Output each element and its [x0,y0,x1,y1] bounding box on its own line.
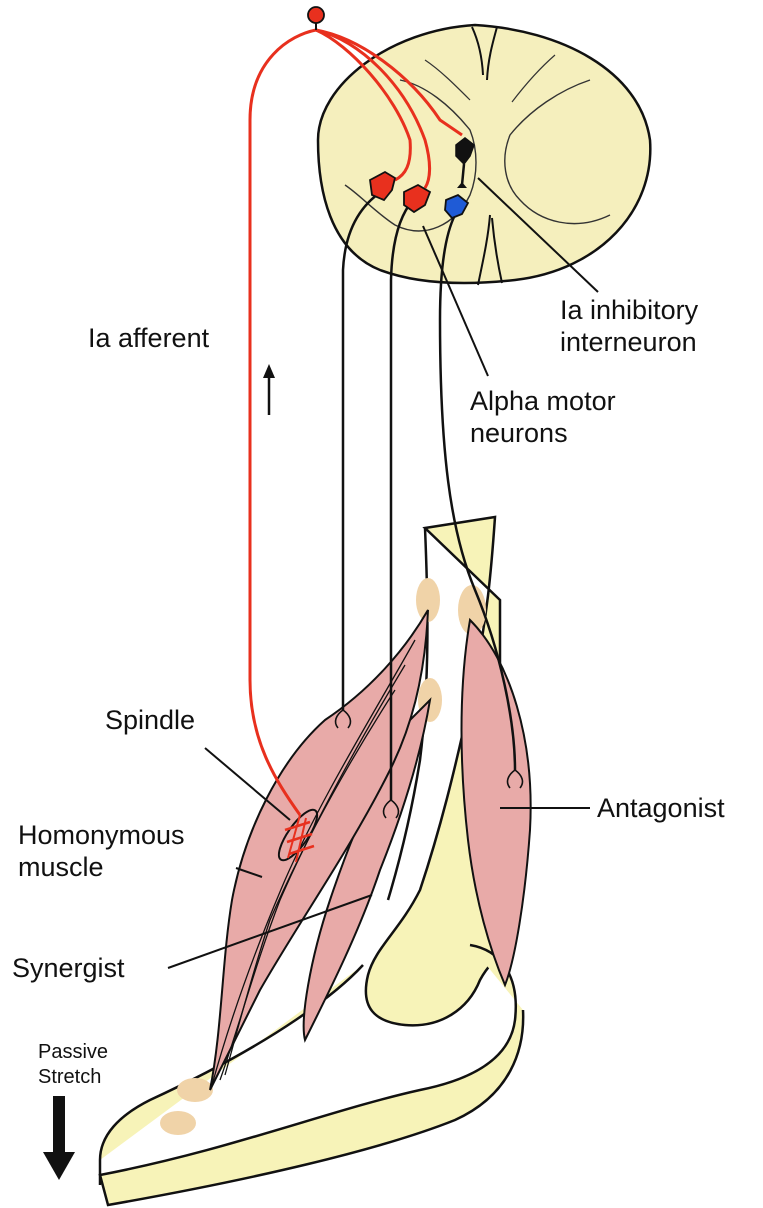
label-passive-stretch: Passive Stretch [38,1040,108,1090]
spinal-cord [318,25,650,285]
label-antagonist: Antagonist [597,792,725,824]
label-alpha-motor-neurons: Alpha motor neurons [470,385,616,449]
label-alpha-motor-line-2: neurons [470,417,616,449]
label-homonymous-muscle: Homonymous muscle [18,819,185,883]
label-ia-inhibitory-interneuron: Ia inhibitory interneuron [560,294,698,358]
label-alpha-motor-line-1: Alpha motor [470,385,616,417]
label-passive-line-2: Stretch [38,1065,108,1090]
label-homonymous-line-2: muscle [18,851,185,883]
label-homonymous-line-1: Homonymous [18,819,185,851]
label-synergist: Synergist [12,952,125,984]
label-spindle: Spindle [105,704,195,736]
label-passive-line-1: Passive [38,1040,108,1065]
label-ia-inhibitory-line-1: Ia inhibitory [560,294,698,326]
afferent-direction-arrow [263,364,275,415]
dorsal-root-ganglion-cell [308,7,324,23]
passive-stretch-arrow [43,1096,75,1180]
label-ia-afferent: Ia afferent [88,322,209,354]
label-ia-inhibitory-line-2: interneuron [560,326,698,358]
